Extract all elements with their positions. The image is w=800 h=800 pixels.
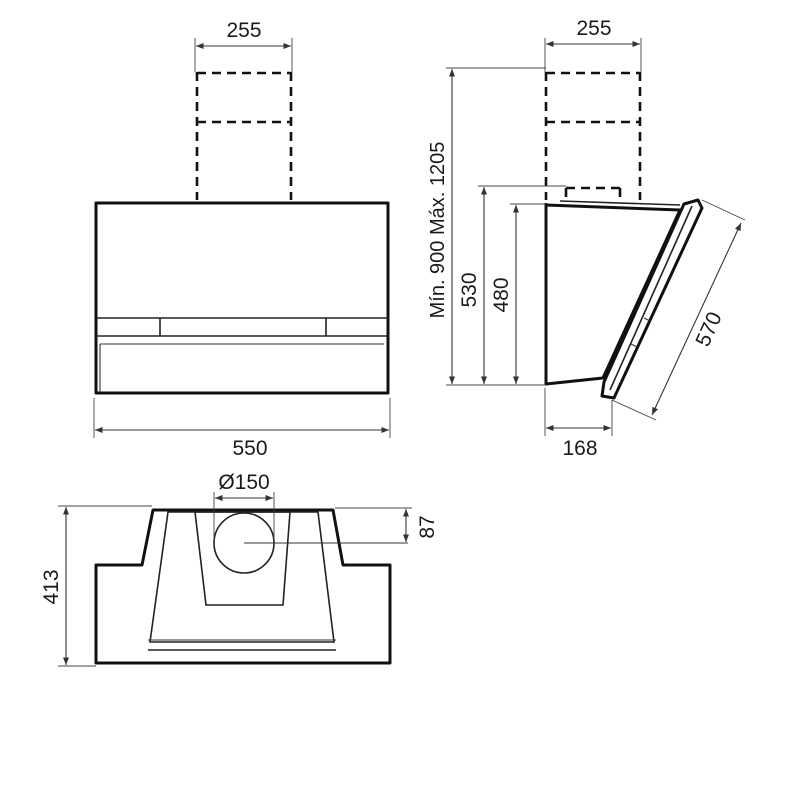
top-depth-dimension: 413 [40, 505, 152, 667]
top-outlet-offset-dimension: 87 [335, 507, 439, 542]
side-depth-label: 168 [562, 437, 597, 460]
top-outlet-offset-label: 87 [416, 515, 439, 538]
side-depth-dimension: 168 [544, 388, 613, 460]
side-hood-body [544, 200, 682, 386]
side-height-range-label: Mín. 900 Máx. 1205 [427, 142, 449, 319]
side-glass-length-label: 570 [691, 309, 726, 350]
top-depth-label: 413 [40, 569, 63, 604]
side-body-height-label: 480 [490, 277, 513, 312]
front-duct-width-dimension: 255 [194, 19, 293, 72]
front-duct [195, 71, 293, 205]
front-duct-width-label: 255 [226, 19, 261, 42]
front-width-dimension: 550 [93, 398, 391, 460]
side-duct-width-dimension: 255 [544, 17, 642, 72]
side-duct-width-label: 255 [576, 17, 611, 40]
front-width-label: 550 [232, 437, 267, 460]
side-glass-panel [600, 198, 704, 400]
side-total-height-label: 530 [458, 272, 481, 307]
side-height-range-dimension: Mín. 900 Máx. 1205 [427, 67, 546, 386]
top-outlet-diameter-label: Ø150 [218, 471, 269, 494]
top-outlet-diameter-dimension: Ø150 [213, 471, 275, 540]
front-view: 255 550 [93, 19, 391, 460]
side-view: 255 Mín. 900 Máx. 1205 530 480 168 [427, 17, 746, 460]
top-hood-outline [94, 508, 392, 665]
front-hood-body [94, 201, 390, 395]
top-view: Ø150 87 413 [40, 471, 439, 667]
top-outlet [213, 512, 408, 574]
side-body-height-dimension: 480 [490, 203, 546, 384]
side-total-height-dimension: 530 [458, 185, 566, 384]
side-duct [544, 71, 642, 200]
side-glass-length-dimension: 570 [611, 199, 746, 421]
